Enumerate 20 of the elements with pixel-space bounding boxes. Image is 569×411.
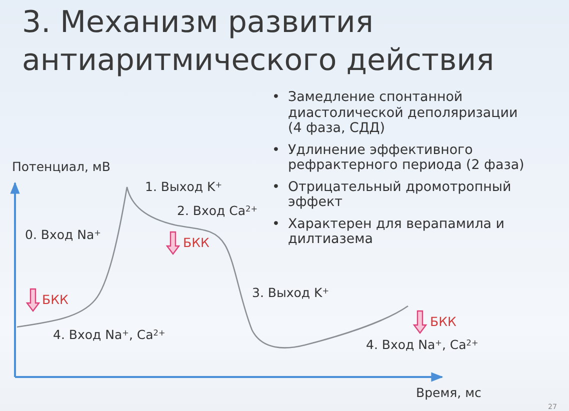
drug-label: БКК: [183, 236, 210, 250]
bullet-text: Характерен для верапамила и дилтиазема: [288, 216, 506, 248]
bullet-marker: •: [272, 216, 280, 232]
drug-label: БКК: [42, 293, 68, 308]
axis-label: Потенциал, мВ: [12, 160, 110, 174]
bullet-marker: •: [272, 142, 280, 158]
slide-title: 3. Механизм развития антиаритмического действия: [22, 4, 496, 80]
phase-label: 2. Вход Ca$^{2+}$: [177, 204, 258, 218]
phase-label: 1. Выход K$^{+}$: [145, 180, 222, 194]
bullet-text: Удлинение эффективного рефрактерного периода (2 фаза): [288, 142, 526, 174]
drug-label: БКК: [430, 315, 456, 330]
phase-label: 4. Вход Na$^{+}$, Ca$^{2+}$: [366, 338, 478, 352]
bullet-text: Отрицательный дромотропный эффект: [288, 180, 512, 210]
phase-label: 3. Выход K$^{+}$: [252, 286, 329, 300]
phase-label: 0. Вход Na$^{+}$: [25, 228, 101, 242]
bullet-marker: •: [272, 180, 280, 195]
phase-label: 4. Вход Na$^{+}$, Ca$^{2+}$: [53, 328, 166, 342]
axis-label: Время, мс: [416, 386, 482, 400]
bullet-marker: •: [272, 90, 280, 106]
bullet-text: Замедление спонтанной диастолической деполяризации (4 фаза, СДД): [288, 90, 519, 136]
